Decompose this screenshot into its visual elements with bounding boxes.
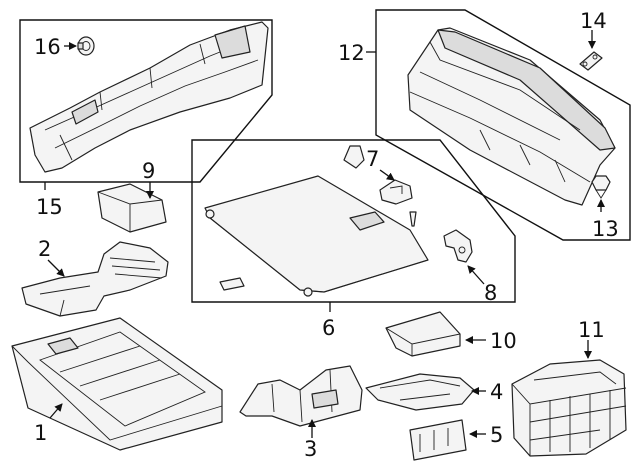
part-8-bracket bbox=[443, 229, 473, 263]
part-9-cover bbox=[97, 183, 167, 233]
callout-7: 7 bbox=[366, 147, 379, 171]
group-frame-6 bbox=[191, 139, 516, 303]
callout-9: 9 bbox=[142, 159, 155, 183]
group-frame-12 bbox=[375, 9, 631, 241]
callout-4: 4 bbox=[490, 380, 503, 404]
callout-12: 12 bbox=[338, 41, 365, 65]
part-15-rear-trim bbox=[29, 21, 269, 173]
callout-16: 16 bbox=[34, 35, 61, 59]
part-1-tray bbox=[11, 317, 223, 451]
callout-2: 2 bbox=[38, 237, 51, 261]
callout-15: 15 bbox=[36, 195, 63, 219]
leader-8 bbox=[467, 265, 485, 285]
callout-14: 14 bbox=[580, 9, 607, 33]
callout-6: 6 bbox=[322, 316, 335, 340]
group-frame-15 bbox=[19, 19, 273, 183]
callout-10: 10 bbox=[490, 329, 517, 353]
part-16-clip bbox=[77, 36, 95, 56]
callout-13: 13 bbox=[592, 217, 619, 241]
part-5-clip-plate bbox=[409, 419, 467, 461]
part-10-cover bbox=[385, 311, 461, 357]
callout-1: 1 bbox=[34, 421, 47, 445]
part-3-bracket bbox=[239, 365, 363, 427]
part-4-plate bbox=[365, 373, 475, 411]
part-13-push-clip bbox=[591, 175, 611, 199]
part-7-hook bbox=[343, 145, 417, 227]
part-12-package-tray bbox=[407, 27, 616, 206]
leader-7 bbox=[379, 169, 395, 181]
callout-11: 11 bbox=[578, 318, 605, 342]
part-14-clip bbox=[579, 51, 603, 71]
leader-2 bbox=[47, 259, 65, 277]
part-11-basket bbox=[511, 359, 627, 457]
callout-5: 5 bbox=[490, 423, 503, 447]
callout-3: 3 bbox=[304, 437, 317, 461]
part-6-floor-board bbox=[204, 175, 429, 297]
leader-1 bbox=[49, 403, 63, 419]
part-2-bracket bbox=[21, 241, 169, 317]
callout-8: 8 bbox=[484, 281, 497, 305]
